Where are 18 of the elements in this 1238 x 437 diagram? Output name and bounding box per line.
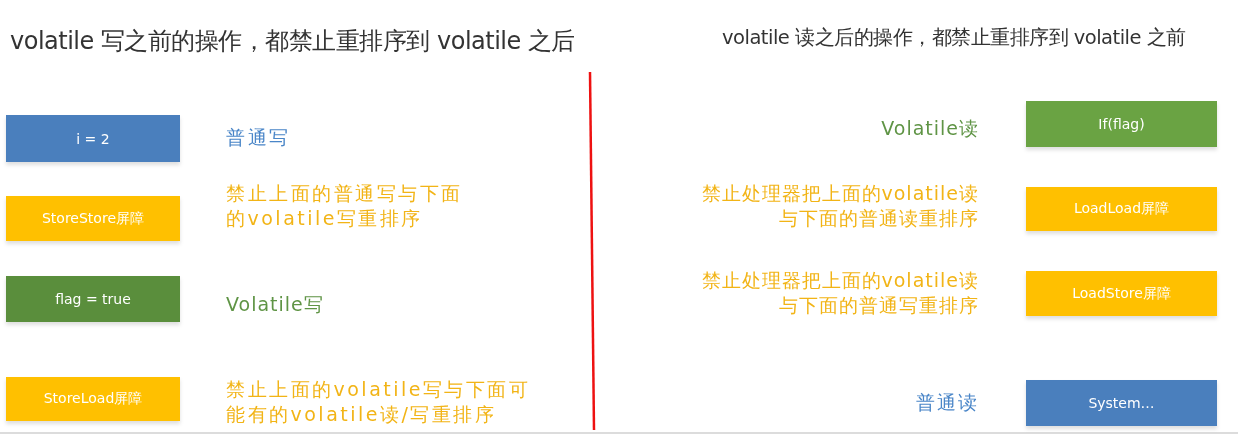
- barrier-box: StoreLoad屏障: [6, 377, 180, 421]
- barrier-box: LoadStore屏障: [1026, 271, 1217, 316]
- code-box: flag = true: [6, 276, 180, 322]
- annotation-text: 禁止上面的普通写与下面的volatile写重排序: [226, 181, 464, 231]
- annotation-text: 禁止上面的volatile写与下面可能有的volatile读/写重排序: [226, 377, 532, 427]
- annotation-text: Volatile写: [226, 292, 325, 317]
- code-box: i = 2: [6, 115, 180, 162]
- barrier-box: StoreStore屏障: [6, 196, 180, 241]
- panel-heading: volatile 读之后的操作，都禁止重排序到 volatile 之前: [722, 26, 1186, 50]
- panel-heading: volatile 写之前的操作，都禁止重排序到 volatile 之后: [10, 27, 575, 56]
- code-box: System…: [1026, 380, 1217, 426]
- annotation-text: 普通写: [226, 125, 292, 150]
- annotation-text: Volatile读: [880, 116, 979, 141]
- annotation-text: 普通读: [915, 390, 979, 415]
- annotation-text: 禁止处理器把上面的volatile读与下面的普通写重排序: [700, 268, 979, 318]
- annotation-text: 禁止处理器把上面的volatile读与下面的普通读重排序: [700, 181, 979, 231]
- barrier-box: LoadLoad屏障: [1026, 187, 1217, 231]
- code-box: If(flag): [1026, 101, 1217, 147]
